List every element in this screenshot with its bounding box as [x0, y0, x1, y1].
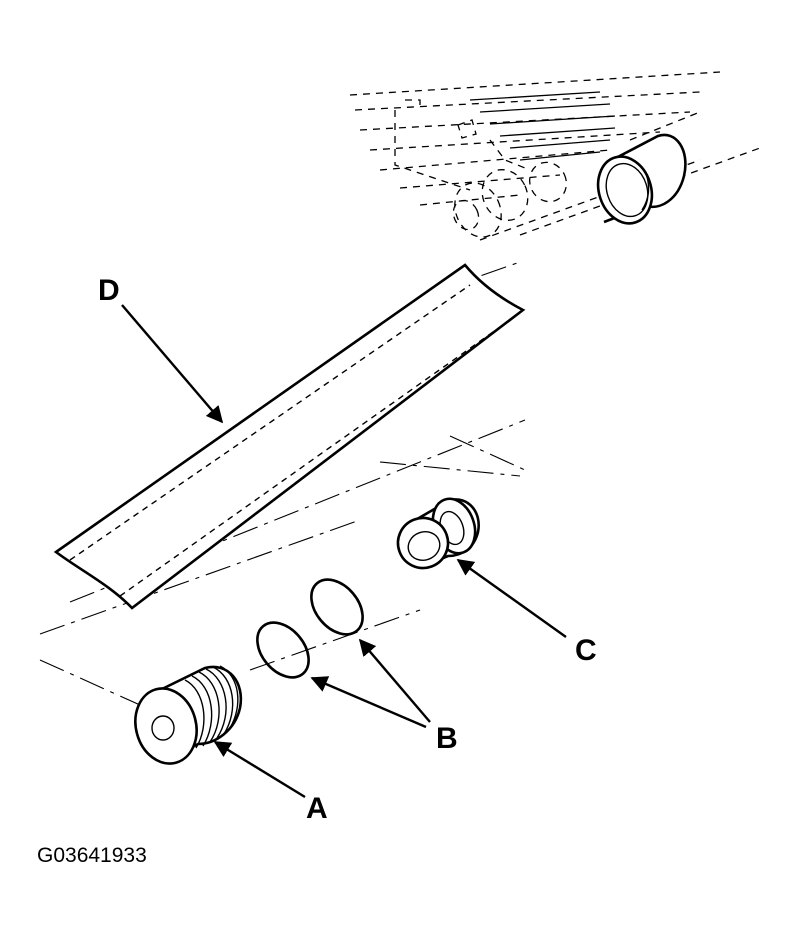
leader-arrow-b-upper — [358, 638, 431, 723]
housing-bore — [596, 133, 687, 225]
part-d-strip — [53, 263, 526, 610]
callout-label-b: B — [436, 722, 458, 755]
figure-id: G03641933 — [37, 844, 147, 867]
leader-arrow-b-lower — [310, 676, 427, 729]
leader-arrow-c — [456, 559, 567, 638]
callout-label-c: C — [575, 634, 597, 667]
callout-label-d: D — [98, 274, 120, 307]
part-a-plug — [134, 665, 243, 765]
leader-lines — [121, 304, 567, 799]
callout-label-a: A — [306, 792, 328, 825]
part-b-o-rings — [256, 578, 364, 679]
part-c-bushing — [396, 497, 480, 570]
background-housing — [349, 71, 761, 241]
leader-arrow-d — [121, 304, 224, 424]
leader-arrow-a — [213, 740, 306, 799]
